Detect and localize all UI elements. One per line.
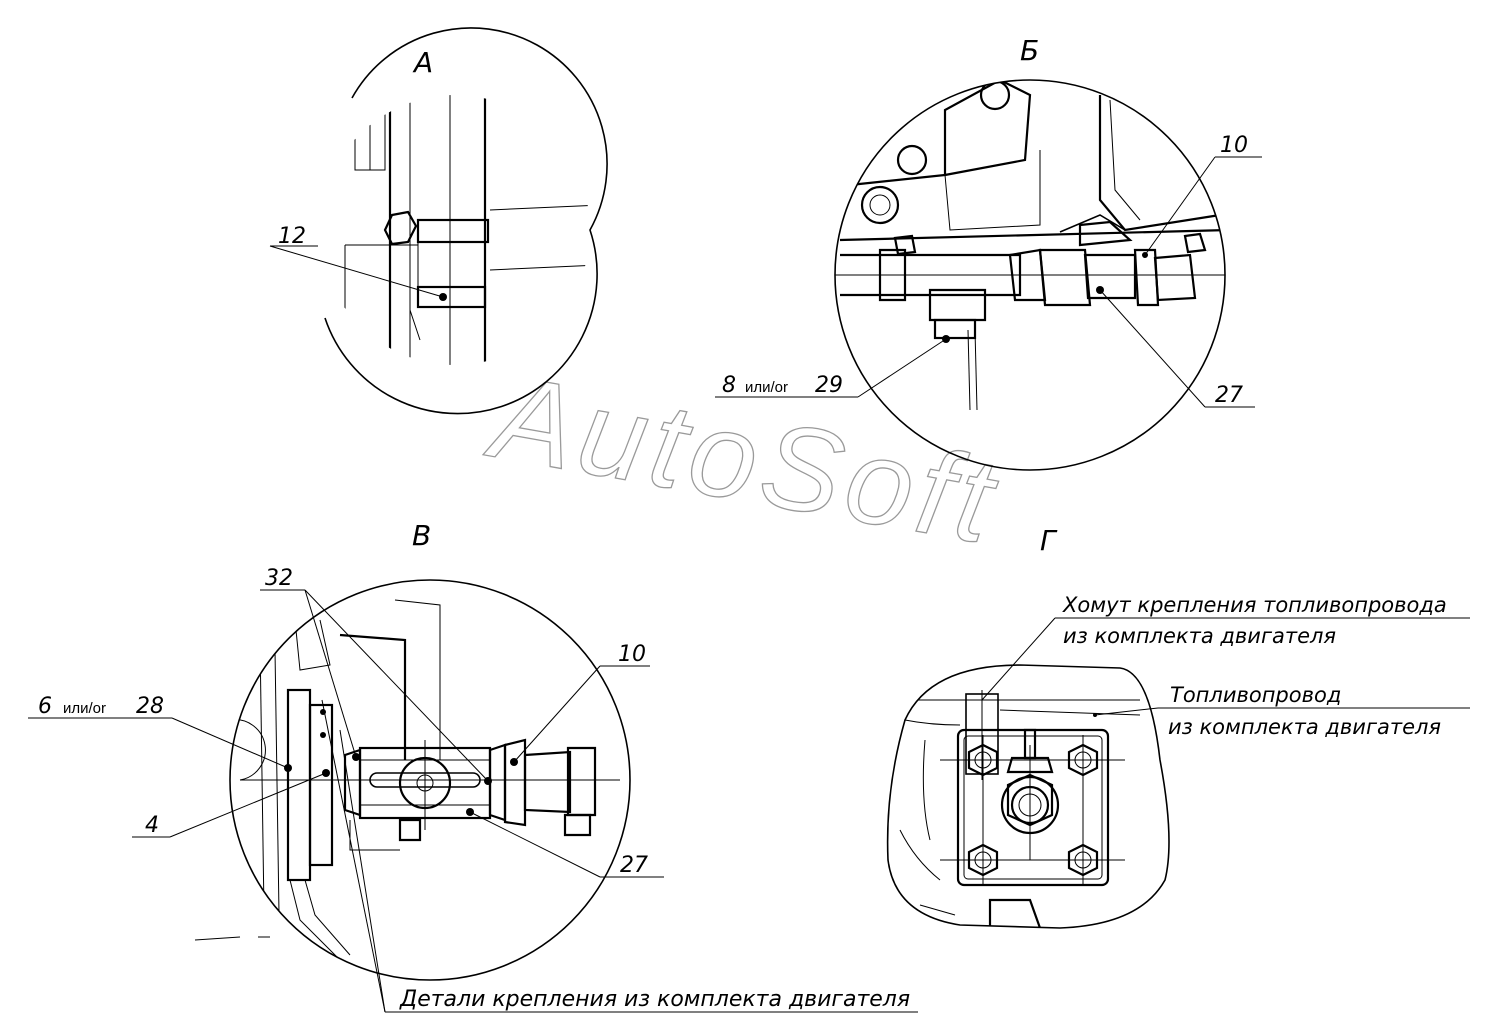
view-a: А 12 <box>269 27 608 415</box>
leader-b-10 <box>1144 156 1216 256</box>
callout-v-or: или/or <box>63 700 106 717</box>
view-v-outline <box>229 579 631 981</box>
callout-v-10: 10 <box>618 642 646 667</box>
view-g-title: Г <box>1040 524 1058 557</box>
view-g-body <box>899 690 1141 928</box>
note-pipe-line2: из комплекта двигателя <box>1168 715 1441 739</box>
callout-v-4: 4 <box>145 813 159 838</box>
leader-v-4 <box>169 772 327 838</box>
leader-b-8-29 <box>857 338 947 398</box>
view-v: В <box>28 519 918 1013</box>
callout-12: 12 <box>278 224 306 249</box>
callout-v-6: 6 <box>38 694 52 719</box>
view-a-title: А <box>412 46 433 79</box>
callout-b-27: 27 <box>1215 383 1243 408</box>
leader-v-32a <box>304 589 489 782</box>
leader-b-27 <box>1099 289 1206 408</box>
view-g-outline <box>886 664 1170 929</box>
leader-v-6-28 <box>171 717 289 769</box>
view-b-title: Б <box>1020 34 1039 67</box>
note-pipe-line1: Топливопровод <box>1170 683 1341 707</box>
callout-v-32: 32 <box>265 566 293 591</box>
watermark-text: AutoSoft <box>478 348 1008 569</box>
view-b: Б <box>715 34 1262 471</box>
note-fastener: Детали крепления из комплекта двигателя <box>399 987 910 1012</box>
callout-v-27: 27 <box>620 853 648 878</box>
view-a-outline <box>324 27 608 415</box>
callout-b-10: 10 <box>1220 133 1248 158</box>
note-clamp-line1: Хомут крепления топливопровода <box>1062 593 1447 617</box>
callout-b-29: 29 <box>815 373 843 398</box>
view-v-title: В <box>412 519 431 552</box>
view-b-body <box>835 80 1225 411</box>
leader-v-fastener-a <box>321 699 386 1013</box>
callout-b-or: или/or <box>745 379 788 396</box>
view-a-body <box>344 95 590 365</box>
leader-g-clamp <box>981 617 1056 701</box>
leader-v-fastener-b <box>339 729 386 1013</box>
leader-v-32b <box>304 589 357 758</box>
callout-v-28: 28 <box>136 694 164 719</box>
view-v-body <box>230 599 620 980</box>
leader-v-10 <box>513 665 601 763</box>
view-g: Г <box>886 524 1470 929</box>
callout-b-8: 8 <box>722 373 736 398</box>
watermark: AutoSoft <box>478 348 1009 571</box>
note-clamp-line2: из комплекта двигателя <box>1063 624 1336 648</box>
leader-v-27 <box>469 811 601 878</box>
leader-g-pipe <box>1094 707 1159 716</box>
leader-12 <box>269 245 444 298</box>
